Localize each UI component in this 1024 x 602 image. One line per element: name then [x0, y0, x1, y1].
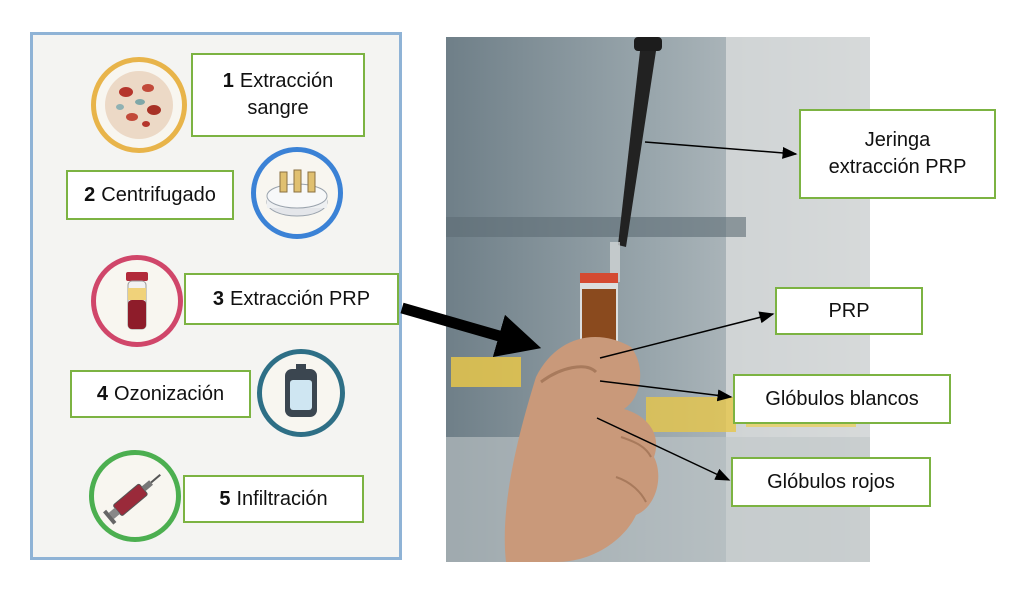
- ozone-bag-icon: [257, 349, 345, 437]
- red-cells-callout: Glóbulos rojos: [731, 457, 931, 507]
- prp-callout: PRP: [775, 287, 923, 335]
- white-cells-callout: Glóbulos blancos: [733, 374, 951, 424]
- blood-cells-icon: [91, 57, 187, 153]
- centrifuge-icon: [251, 147, 343, 239]
- syringe-callout: Jeringa extracción PRP: [799, 109, 996, 199]
- syringe-icon: [89, 450, 181, 542]
- blood-tube-icon: [91, 255, 183, 347]
